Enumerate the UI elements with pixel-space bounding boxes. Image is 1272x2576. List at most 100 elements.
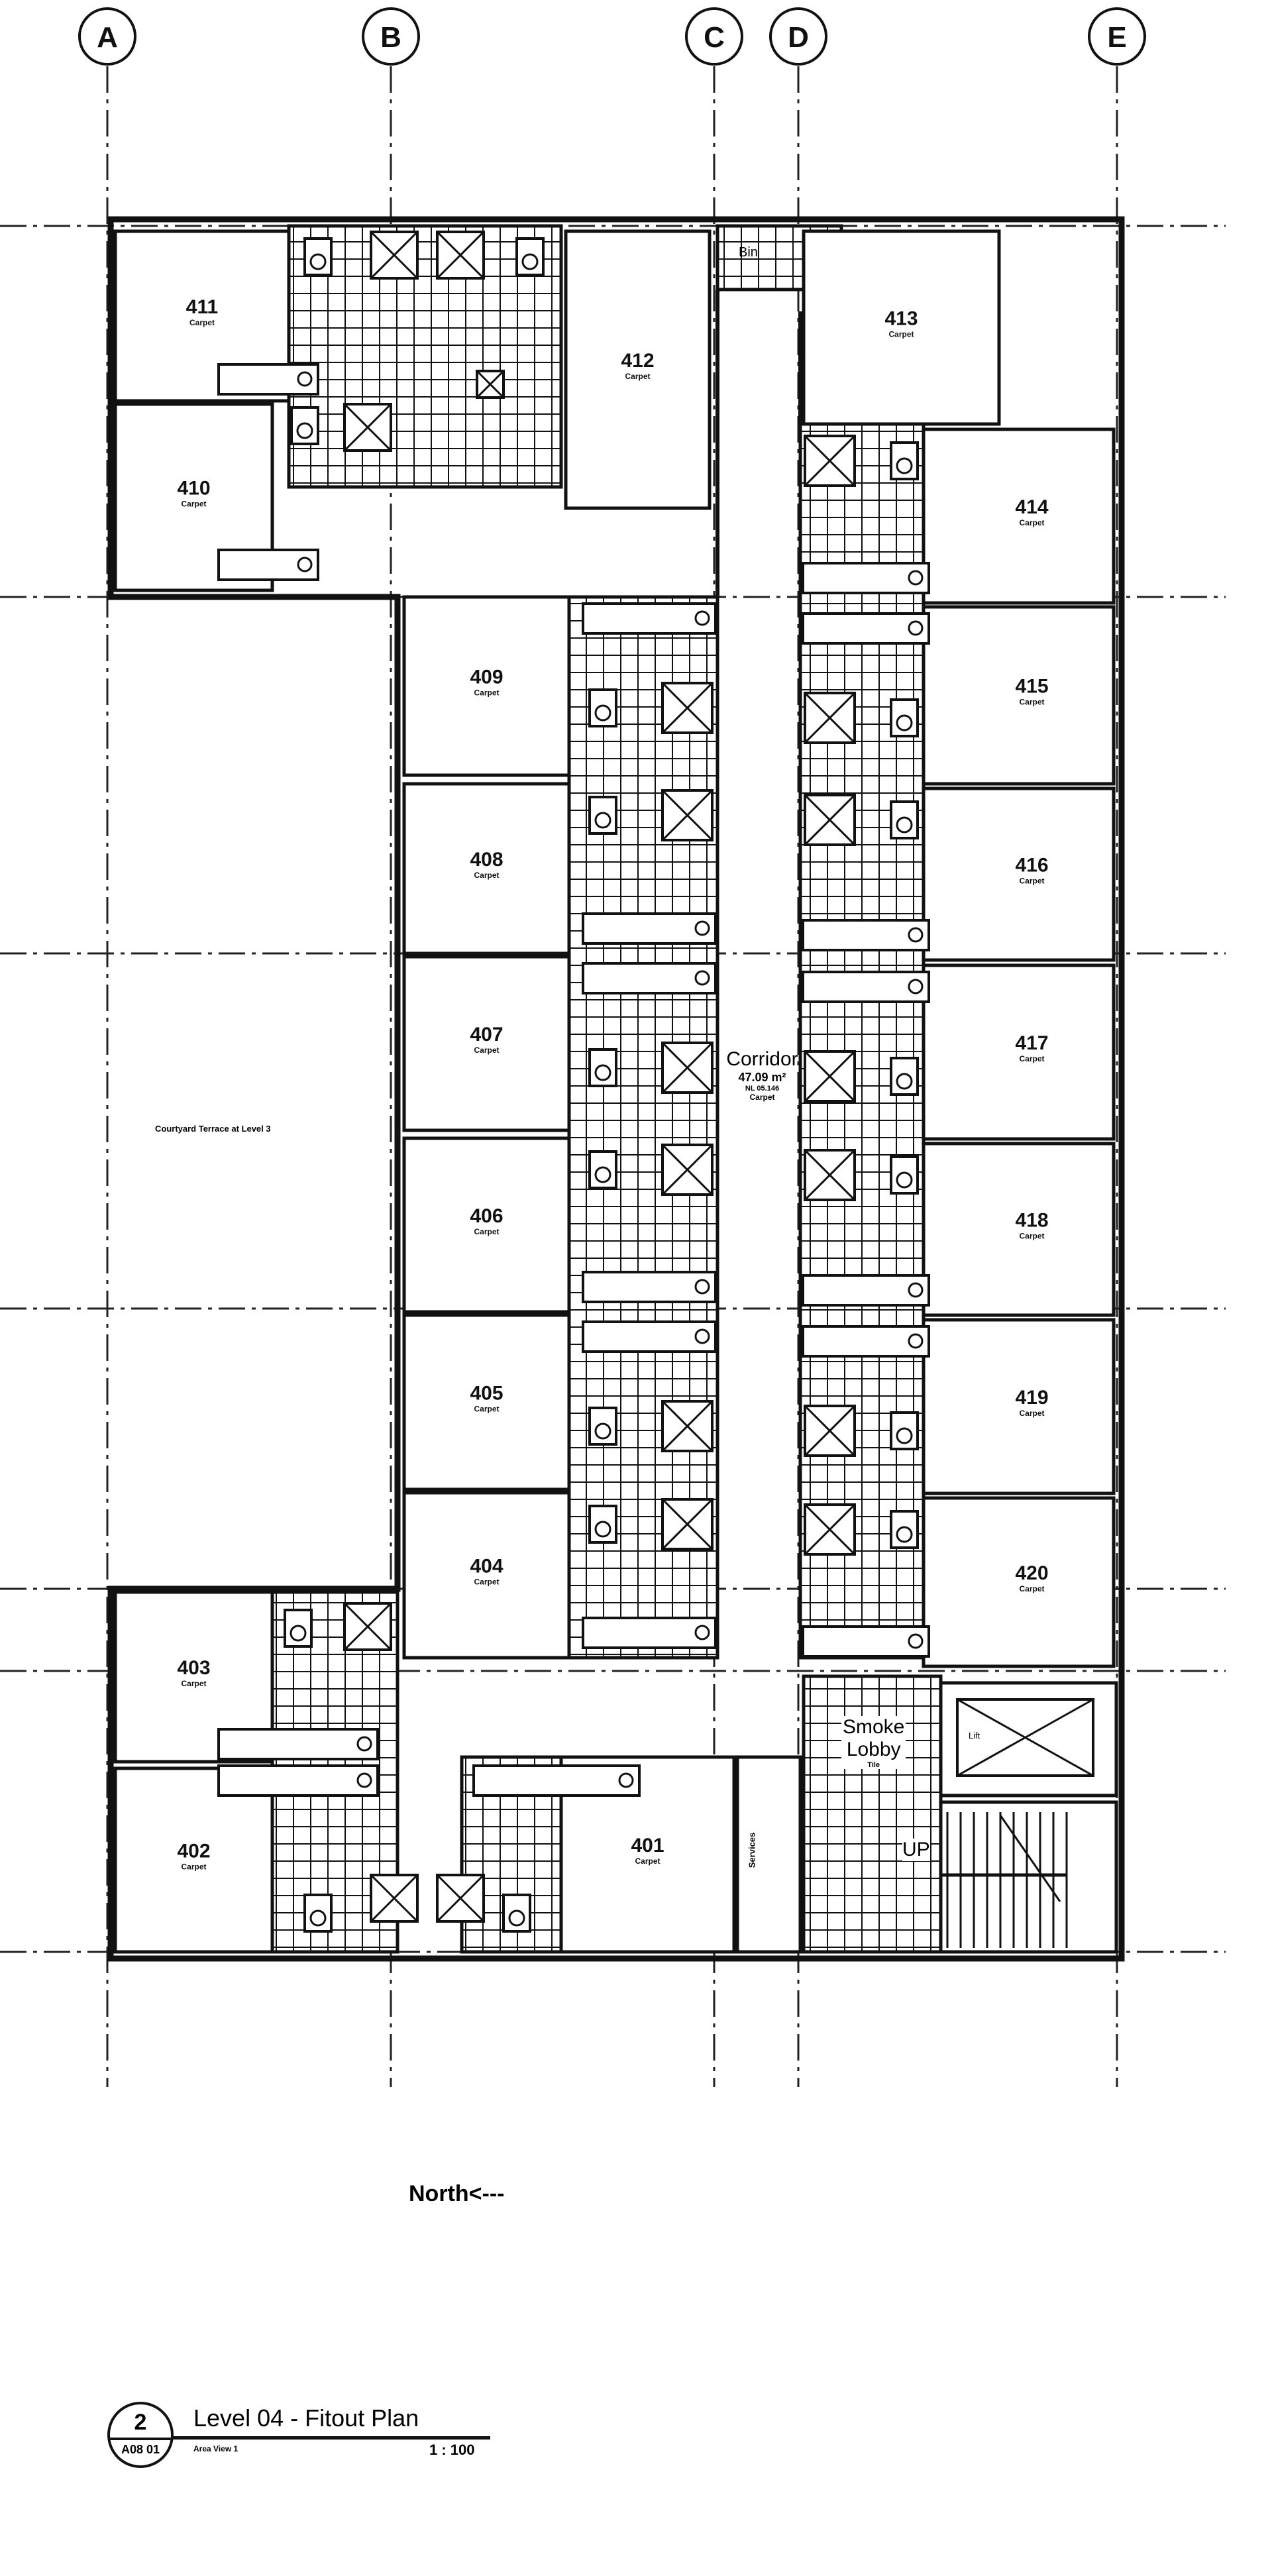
room-finish: Carpet — [1019, 1584, 1044, 1593]
room-finish: Carpet — [181, 500, 206, 509]
room-number: 418 — [1015, 1210, 1048, 1232]
corridor-code: NL 05.146 — [745, 1085, 780, 1093]
room-420 — [922, 1496, 1116, 1668]
sink-icon — [908, 1633, 924, 1649]
kitchenette-icon — [802, 919, 930, 951]
kitchenette-icon — [802, 1625, 930, 1658]
kitchenette-icon — [472, 1764, 641, 1797]
kitchenette-icon — [217, 1728, 379, 1760]
room-finish: Carpet — [474, 871, 499, 880]
exterior-walls — [107, 216, 1125, 1962]
stair-direction-icon — [999, 1815, 1061, 1902]
sink-icon — [356, 1736, 372, 1752]
services-label: Services — [747, 1832, 757, 1868]
room-402 — [113, 1766, 274, 1954]
lift-label: Lift — [969, 1731, 980, 1741]
sink-icon — [908, 979, 924, 994]
room-finish: Carpet — [625, 372, 650, 381]
north-label: North<--- — [409, 2181, 505, 2206]
room-number: 411 — [186, 296, 218, 318]
shower-cross — [804, 692, 856, 744]
shower-cross — [476, 370, 505, 399]
sink-icon — [694, 970, 710, 986]
sink-icon — [356, 1772, 372, 1788]
toilet-icon — [890, 441, 919, 480]
rooms — [113, 229, 1116, 1954]
room-413 — [802, 229, 1001, 426]
room-finish: Carpet — [181, 1862, 206, 1872]
sink-icon — [908, 570, 924, 586]
kitchenette-icon — [802, 612, 930, 645]
room-412 — [564, 229, 712, 510]
sink-icon — [908, 1333, 924, 1349]
sink-icon — [694, 610, 710, 626]
room-finish: Carpet — [474, 1405, 499, 1414]
shower-cross — [804, 435, 856, 487]
room-finish: Carpet — [1019, 1409, 1044, 1418]
room-405 — [402, 1313, 571, 1491]
sink-icon — [694, 920, 710, 936]
room-number: 408 — [470, 849, 503, 871]
sink-icon — [694, 1625, 710, 1640]
shower-cross — [436, 231, 485, 280]
shower-cross — [370, 231, 419, 280]
room-finish: Carpet — [181, 1679, 206, 1688]
room-finish: Carpet — [1019, 698, 1044, 707]
shower-cross — [436, 1874, 485, 1923]
kitchenette-icon — [217, 1764, 379, 1797]
room-415 — [922, 605, 1116, 786]
bin-label: Bin — [739, 245, 758, 260]
shower-cross — [804, 1503, 856, 1556]
kitchenette-icon — [217, 363, 319, 396]
kitchenette-icon — [582, 1320, 717, 1353]
shower-cross — [661, 1042, 714, 1094]
grid-bubble — [78, 7, 136, 66]
room-finish: Carpet — [474, 1227, 499, 1236]
room-number: 420 — [1015, 1562, 1048, 1584]
grid-label: C — [704, 21, 725, 54]
sink-icon — [694, 1279, 710, 1295]
room-416 — [922, 786, 1116, 962]
kitchenette-icon — [582, 1271, 717, 1303]
shower-cross — [661, 789, 714, 841]
corridor-finish: Carpet — [749, 1093, 775, 1102]
sink-icon — [297, 371, 313, 387]
drawing-subtitle: Area View 1 — [193, 2444, 238, 2453]
room-number: 403 — [177, 1657, 210, 1679]
corridor-name: Corridor — [726, 1048, 798, 1070]
corridor-area: 47.09 m² — [738, 1071, 786, 1084]
room-finish: Carpet — [189, 318, 215, 327]
fixtures — [217, 231, 930, 1933]
stair-up-label: UP — [902, 1839, 930, 1861]
sink-icon — [297, 557, 313, 572]
kitchenette-icon — [217, 549, 319, 581]
smoke-lobby-line2: Lobby — [846, 1739, 901, 1760]
room-408 — [402, 782, 571, 955]
shower-cross — [661, 1400, 714, 1452]
room-number: 414 — [1015, 496, 1048, 518]
room-419 — [922, 1318, 1116, 1495]
room-409 — [402, 595, 571, 777]
room-406 — [402, 1136, 571, 1314]
smoke-lobby-label: Smoke Lobby Tile — [841, 1716, 906, 1769]
room-number: 401 — [631, 1835, 664, 1856]
room-number: 410 — [177, 478, 210, 500]
room-number: 415 — [1015, 676, 1048, 698]
sheet-number: A08 01 — [121, 2443, 160, 2456]
shower-cross — [661, 682, 714, 734]
grid-label: B — [380, 21, 401, 54]
room-number: 405 — [470, 1383, 503, 1405]
room-finish: Carpet — [888, 330, 914, 339]
lift-cross-icon — [957, 1698, 1094, 1777]
view-number-bubble: 2 A08 01 — [107, 2402, 174, 2468]
room-417 — [922, 963, 1116, 1141]
shower-cross — [343, 1602, 392, 1651]
room-number: 412 — [621, 350, 654, 372]
room-number: 407 — [470, 1024, 503, 1046]
corridor-label: Corridor 47.09 m² NL 05.146 Carpet — [721, 1048, 804, 1102]
room-number: 417 — [1015, 1032, 1048, 1054]
smoke-lobby-finish: Tile — [867, 1761, 880, 1769]
grid-bubble — [769, 7, 827, 66]
